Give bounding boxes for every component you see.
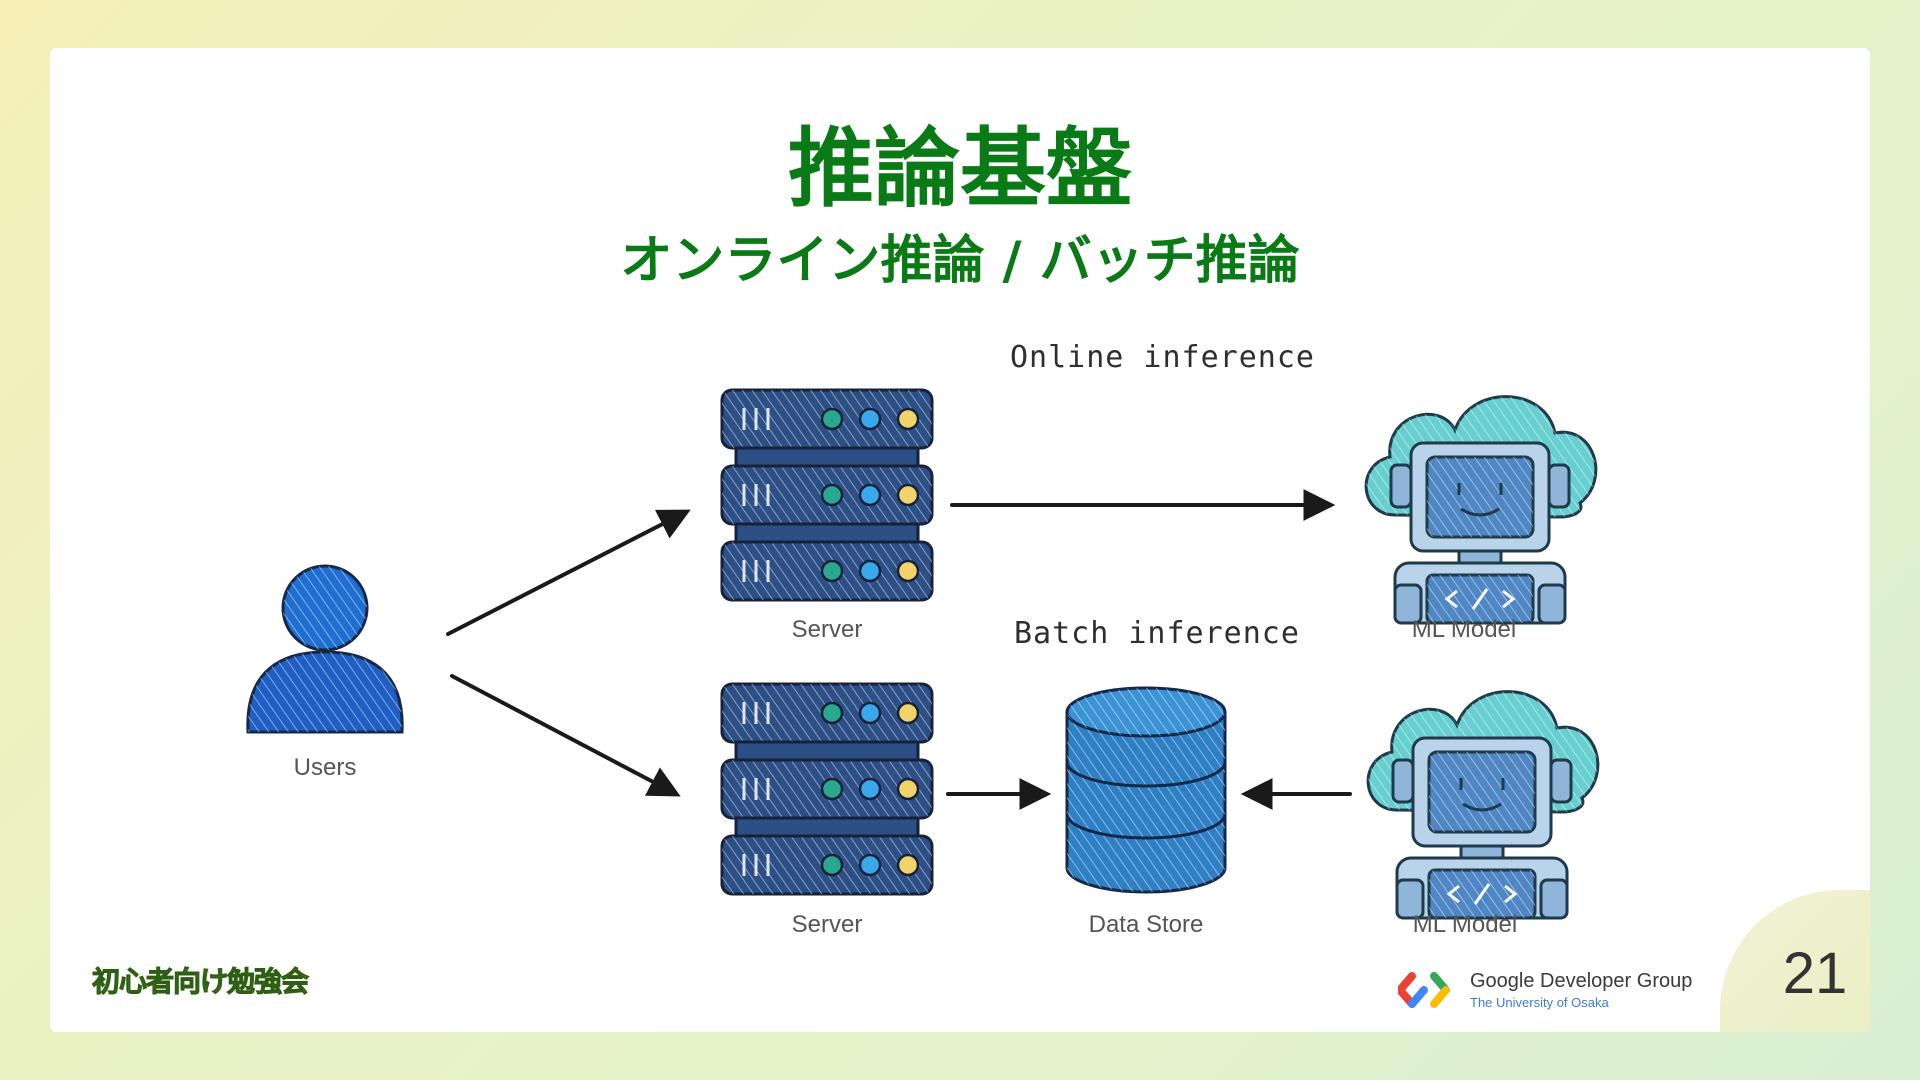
data-store-label: Data Store: [1088, 911, 1204, 938]
server-online-icon: [722, 390, 932, 600]
slide-title: 推論基盤: [788, 119, 1132, 219]
users-label: Users: [293, 754, 357, 781]
gdg-name: Google Developer Group: [1470, 970, 1693, 992]
study-group-logo: 初心者向け勉強会: [91, 965, 309, 999]
gdg-subtitle: The University of Osaka: [1470, 995, 1609, 1010]
page-number: 21: [1782, 941, 1848, 1006]
ml-model-batch-label: ML Model: [1412, 911, 1518, 938]
arrow-users-to-server-batch: [450, 674, 681, 797]
server-online-label: Server: [791, 616, 863, 643]
gdg-mark-icon: [1398, 972, 1450, 1008]
server-batch-label: Server: [791, 911, 863, 938]
users-icon: [246, 564, 404, 734]
gdg-logo: Google Developer Group The University of…: [1398, 968, 1708, 1016]
online-inference-label: Online inference: [1010, 340, 1315, 375]
data-store-icon: [1065, 686, 1227, 894]
ml-model-online-label: ML Model: [1411, 616, 1517, 643]
arrow-users-to-server-online: [446, 509, 691, 636]
slide-subtitle: オンライン推論 / バッチ推論: [620, 231, 1300, 291]
ml-model-online-icon: [1364, 395, 1598, 625]
ml-model-batch-icon: [1366, 690, 1600, 920]
batch-inference-label: Batch inference: [1014, 616, 1300, 651]
arrows: [446, 489, 1352, 810]
server-batch-icon: [722, 684, 932, 894]
